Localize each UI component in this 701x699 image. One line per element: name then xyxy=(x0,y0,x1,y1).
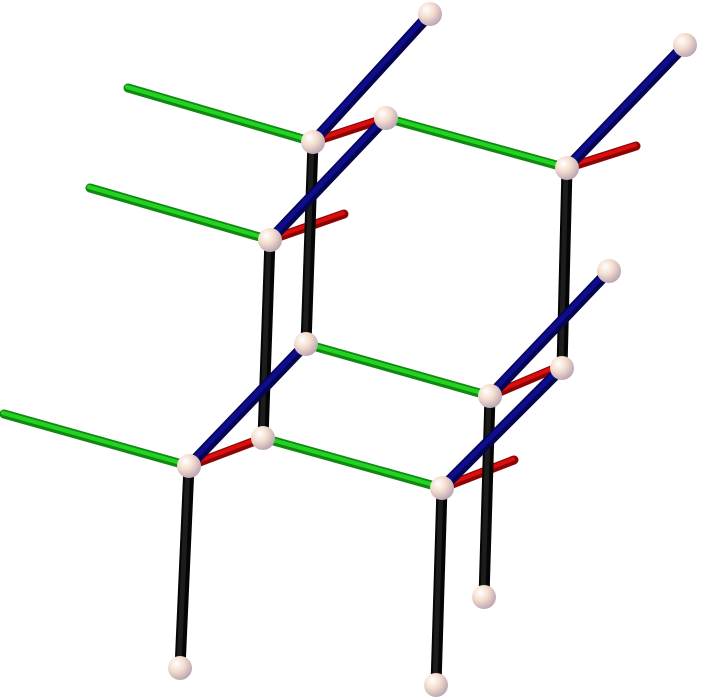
green-bond xyxy=(85,183,275,245)
lattice-node-n6 xyxy=(478,384,502,408)
lattice-node-b3 xyxy=(472,585,496,609)
black-bond-highlight xyxy=(432,484,444,687)
black-bond xyxy=(257,234,276,444)
green-bond xyxy=(123,83,318,147)
lattice-node-n5 xyxy=(294,332,318,356)
lattice-node-n8 xyxy=(251,426,275,450)
green-bond-highlight xyxy=(302,340,492,398)
blue-bond-highlight xyxy=(266,114,388,242)
blue-bond-highlight xyxy=(438,364,564,490)
blue-bond-highlight xyxy=(563,41,687,170)
black-bond-highlight xyxy=(259,236,272,440)
green-bond-highlight xyxy=(86,184,272,242)
green-bond xyxy=(258,433,447,493)
black-bond xyxy=(300,136,319,350)
blue-bond-highlight xyxy=(309,10,432,144)
blue-bond xyxy=(436,362,568,494)
lattice-node-n7 xyxy=(550,356,574,380)
lattice-node-b2 xyxy=(424,673,448,697)
blue-bond xyxy=(183,338,312,472)
green-bond-highlight xyxy=(382,114,569,170)
green-bond xyxy=(381,113,572,173)
blue-bond xyxy=(561,39,691,174)
blue-bond-highlight xyxy=(185,340,308,468)
black-bond-highlight xyxy=(558,164,569,370)
blue-bond xyxy=(264,112,392,246)
black-bond xyxy=(430,482,448,691)
lattice-node-n10 xyxy=(430,476,454,500)
green-bond xyxy=(301,339,495,401)
black-bond xyxy=(174,460,195,674)
blue-bond xyxy=(307,8,436,148)
black-bond-highlight xyxy=(176,462,191,670)
lattice-node-n3 xyxy=(555,156,579,180)
green-bond xyxy=(0,409,194,471)
lattice-node-n2 xyxy=(374,106,398,130)
lattice-node-t3 xyxy=(597,259,621,283)
green-bond-highlight xyxy=(0,410,191,468)
black-bond xyxy=(556,162,573,374)
black-bond-highlight xyxy=(480,392,492,599)
lattice-node-n1 xyxy=(301,130,325,154)
black-bond xyxy=(478,390,496,603)
lattice-node-t2 xyxy=(673,33,697,57)
nodes-layer xyxy=(168,2,697,697)
lattice-node-n9 xyxy=(177,454,201,478)
blue-bond xyxy=(484,265,615,402)
lattice-node-n4 xyxy=(258,228,282,252)
green-bond-highlight xyxy=(124,84,315,144)
blue-bond-highlight xyxy=(486,267,611,398)
green-bond-highlight xyxy=(259,434,444,490)
bonds-layer xyxy=(0,8,691,691)
lattice-node-t1 xyxy=(418,2,442,26)
lattice-node-b1 xyxy=(168,656,192,680)
black-bond-highlight xyxy=(302,138,315,346)
